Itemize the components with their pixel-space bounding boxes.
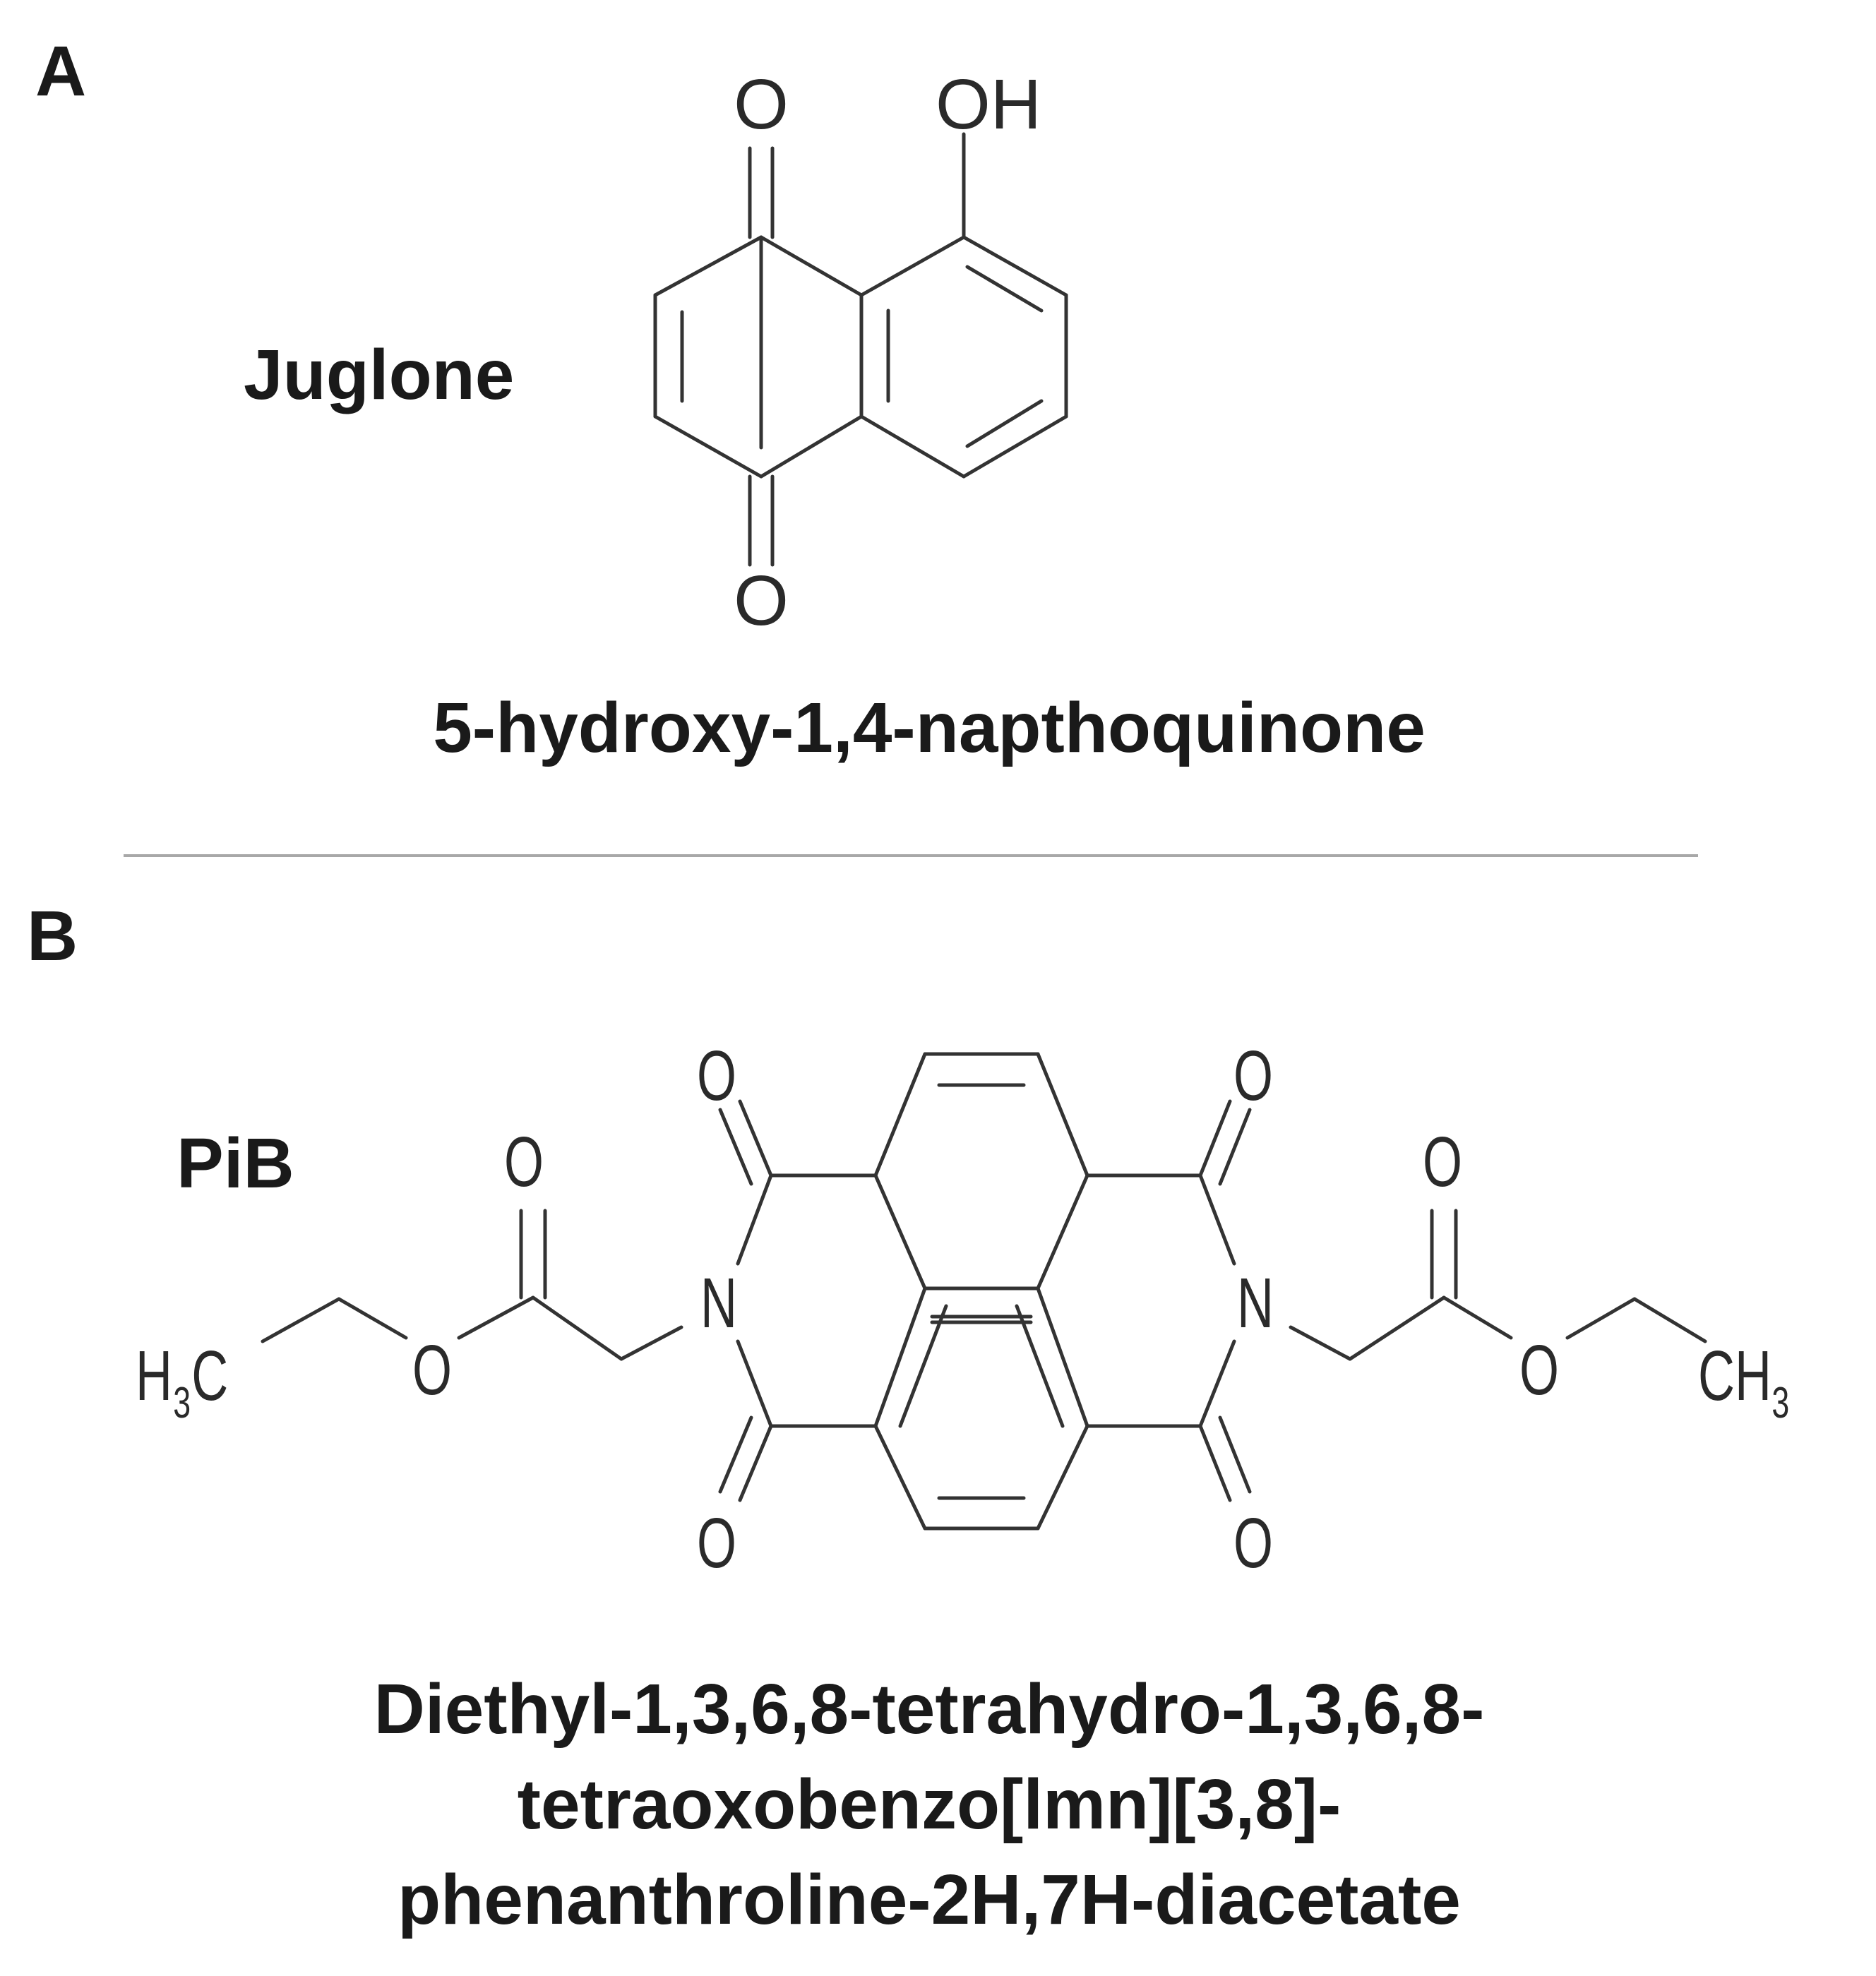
pib-oxygen-bottom-right: O (1233, 1504, 1273, 1582)
pib-atom-labels: O O O O N N O O O O H 3 C CH 3 (136, 1036, 1789, 1582)
pib-iupac-line-1: Diethyl-1,3,6,8-tetrahydro-1,3,6,8- (374, 1670, 1485, 1749)
pib-right-ester-chain (1289, 1209, 1707, 1361)
pib-oxygen-top-right: O (1233, 1036, 1273, 1115)
pib-naphthalene-core (873, 1052, 1089, 1531)
pib-oxygen-left-ether: O (412, 1331, 452, 1409)
pib-iupac-line-3: phenanthroline-2H,7H-diacetate (398, 1860, 1461, 1939)
panel-a: A Juglone (35, 32, 1426, 767)
juglone-compound-name: Juglone (244, 335, 514, 414)
juglone-structure: O OH O (653, 65, 1068, 640)
pib-oxygen-bottom-left: O (697, 1504, 736, 1582)
pib-methyl-right-subscript: 3 (1772, 1379, 1789, 1427)
pib-oxygen-top-left: O (697, 1036, 736, 1115)
pib-nitrogen-right: N (1237, 1264, 1274, 1342)
pib-iupac-line-2: tetraoxobenzo[lmn][3,8]- (518, 1765, 1342, 1844)
pib-iupac-name: Diethyl-1,3,6,8-tetrahydro-1,3,6,8- tetr… (374, 1670, 1485, 1939)
pib-compound-name: PiB (177, 1124, 294, 1203)
pib-left-imide (718, 1099, 878, 1502)
pib-methyl-left: H 3 C (136, 1336, 228, 1427)
juglone-oxygen-top: O (734, 65, 789, 144)
pib-methyl-right-ch: CH (1698, 1336, 1772, 1415)
panel-b: B PiB (27, 897, 1789, 1939)
pib-left-ester-chain (261, 1209, 683, 1361)
pib-structure: O O O O N N O O O O H 3 C CH 3 (136, 1036, 1789, 1582)
pib-oxygen-right-ether: O (1519, 1331, 1559, 1409)
pib-oxygen-left-carbonyl: O (504, 1122, 544, 1201)
pib-methyl-left-subscript: 3 (173, 1379, 191, 1427)
juglone-hydroxyl-group: OH (936, 65, 1041, 144)
pib-nitrogen-left: N (700, 1264, 737, 1342)
juglone-quinone-ring (653, 235, 864, 479)
panel-b-letter: B (27, 897, 78, 976)
juglone-aromatic-ring (859, 235, 1068, 479)
pib-oxygen-right-carbonyl: O (1423, 1122, 1462, 1201)
juglone-oxygen-bottom: O (734, 561, 789, 640)
panel-a-letter: A (35, 32, 86, 111)
juglone-iupac-name: 5-hydroxy-1,4-napthoquinone (433, 688, 1426, 767)
pib-right-imide (1085, 1099, 1252, 1502)
pib-methyl-left-c: C (191, 1336, 228, 1415)
pib-methyl-left-h: H (136, 1336, 172, 1415)
pib-methyl-right: CH 3 (1698, 1336, 1789, 1427)
